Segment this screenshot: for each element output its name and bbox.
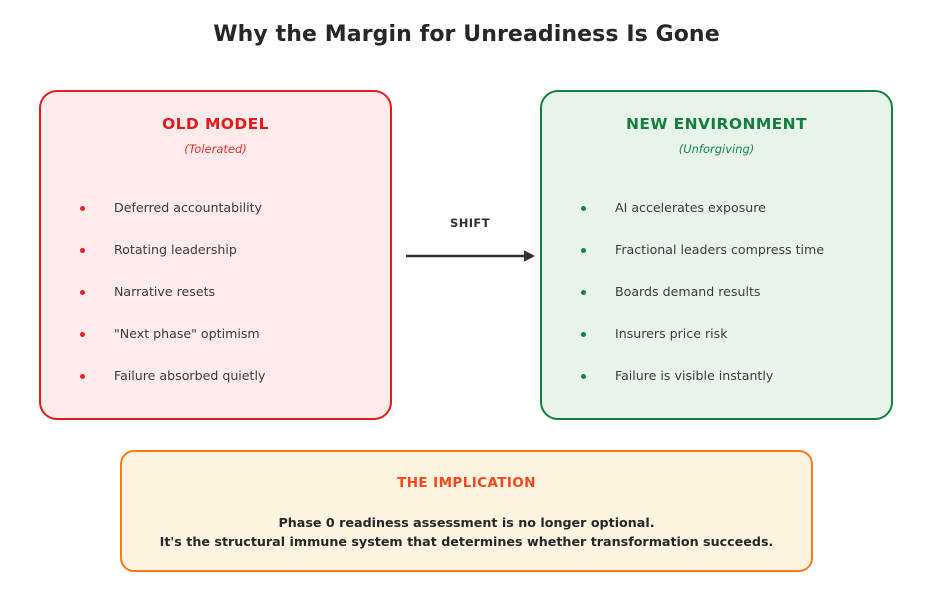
list-item-label: Insurers price risk — [615, 325, 728, 341]
bullet-dot-icon — [581, 205, 586, 211]
list-item: Fractional leaders compress time — [542, 229, 891, 271]
list-item-label: Fractional leaders compress time — [615, 241, 825, 257]
new-environment-panel: NEW ENVIRONMENT (Unforgiving) AI acceler… — [540, 90, 893, 420]
implication-body: Phase 0 readiness assessment is no longe… — [122, 514, 811, 552]
list-item-label: Boards demand results — [615, 283, 761, 299]
bullet-dot-icon — [80, 247, 85, 253]
list-item-label: "Next phase" optimism — [114, 325, 260, 341]
bullet-dot-icon — [80, 331, 85, 337]
old-model-list: Deferred accountability Rotating leaders… — [41, 187, 390, 397]
page-title: Why the Margin for Unreadiness Is Gone — [213, 22, 720, 47]
implication-heading: THE IMPLICATION — [397, 475, 536, 491]
list-item: "Next phase" optimism — [41, 313, 390, 355]
bullet-dot-icon — [581, 247, 586, 253]
implication-line-1: Phase 0 readiness assessment is no longe… — [278, 515, 655, 530]
arrow-right-icon — [406, 250, 535, 262]
bullet-dot-icon — [80, 373, 85, 379]
list-item-label: Failure is visible instantly — [615, 367, 774, 383]
list-item-label: Failure absorbed quietly — [114, 367, 266, 383]
list-item: Failure absorbed quietly — [41, 355, 390, 397]
new-environment-list: AI accelerates exposure Fractional leade… — [542, 187, 891, 397]
old-model-heading: OLD MODEL — [162, 115, 269, 133]
list-item-label: AI accelerates exposure — [615, 199, 766, 215]
list-item: Narrative resets — [41, 271, 390, 313]
bullet-dot-icon — [581, 331, 586, 337]
bullet-dot-icon — [581, 289, 586, 295]
list-item-label: Narrative resets — [114, 283, 216, 299]
new-environment-subtitle: (Unforgiving) — [678, 142, 755, 156]
list-item: Boards demand results — [542, 271, 891, 313]
implication-line-2: It's the structural immune system that d… — [159, 533, 774, 549]
list-item: AI accelerates exposure — [542, 187, 891, 229]
list-item-label: Deferred accountability — [114, 199, 263, 215]
list-item: Failure is visible instantly — [542, 355, 891, 397]
old-model-panel: OLD MODEL (Tolerated) Deferred accountab… — [39, 90, 392, 420]
old-model-subtitle: (Tolerated) — [184, 142, 247, 156]
shift-label: SHIFT — [450, 216, 490, 230]
list-item-label: Rotating leadership — [114, 241, 237, 257]
list-item: Insurers price risk — [542, 313, 891, 355]
bullet-dot-icon — [80, 289, 85, 295]
list-item: Rotating leadership — [41, 229, 390, 271]
implication-panel: THE IMPLICATION Phase 0 readiness assess… — [120, 450, 813, 572]
bullet-dot-icon — [80, 205, 85, 211]
list-item: Deferred accountability — [41, 187, 390, 229]
new-environment-heading: NEW ENVIRONMENT — [625, 115, 808, 133]
bullet-dot-icon — [581, 373, 586, 379]
